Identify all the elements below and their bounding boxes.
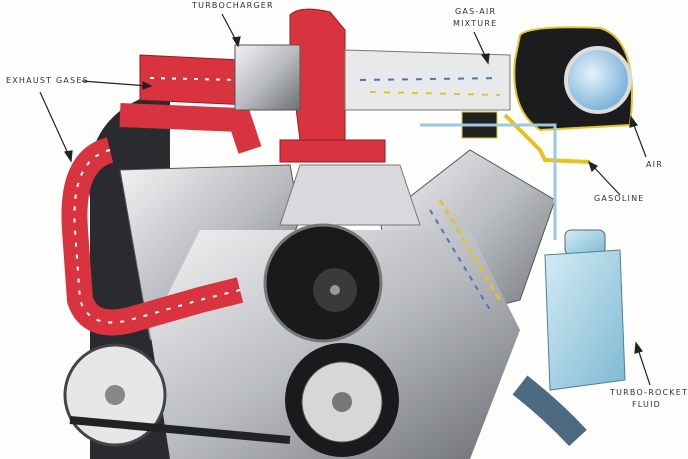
turbocharger (234, 8, 511, 163)
lower-pulley (285, 343, 399, 457)
label-fluid: FLUID (632, 400, 662, 409)
crank-pulley (263, 223, 383, 343)
label-gasoline: GASOLINE (594, 194, 645, 203)
turbo-rocket-fluid-tank (512, 229, 626, 447)
label-turbocharger: TURBOCHARGER (192, 1, 274, 10)
fluid-line (420, 123, 557, 240)
alternator (63, 343, 291, 447)
label-mixture: MIXTURE (453, 19, 498, 28)
label-gas-air: GAS-AIR (455, 7, 497, 16)
gasoline-line (503, 113, 591, 164)
label-air: AIR (646, 160, 663, 169)
label-arrows (39, 13, 651, 386)
label-turbo-rocket: TURBO-ROCKET (610, 388, 688, 397)
air-cleaner (513, 26, 633, 132)
label-exhaust-gases: EXHAUST GASES (6, 76, 89, 85)
